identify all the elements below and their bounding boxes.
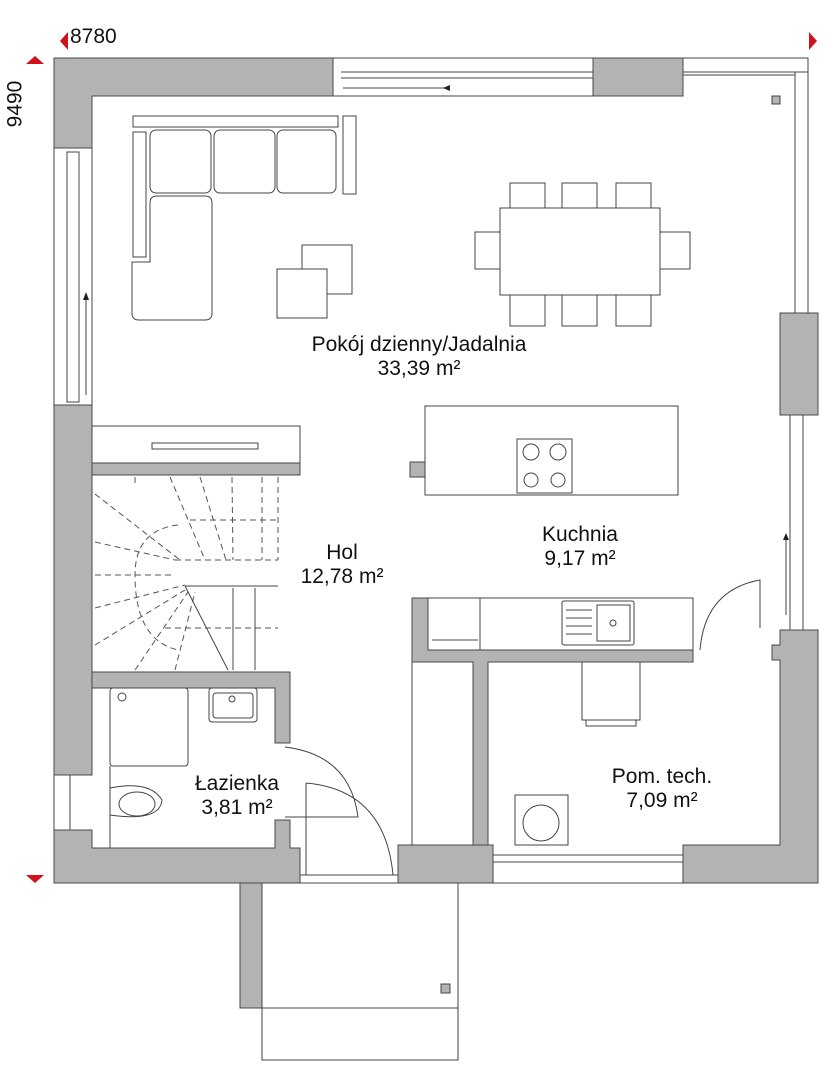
walls bbox=[53, 57, 819, 1009]
dining-set bbox=[474, 182, 691, 327]
room-label-living: Pokój dzienny/Jadalnia 33,39 m² bbox=[312, 333, 527, 381]
room-name: Łazienka bbox=[194, 772, 280, 795]
room-name: Pokój dzienny/Jadalnia bbox=[311, 333, 527, 356]
coffee-tables bbox=[276, 244, 353, 319]
bathroom-fixtures bbox=[109, 687, 258, 848]
top-window bbox=[332, 57, 809, 97]
depth-dimension: 9490 bbox=[3, 80, 27, 128]
bottom-window bbox=[492, 854, 684, 884]
room-area: 12,78 m² bbox=[300, 565, 384, 588]
bathroom-window bbox=[53, 774, 71, 831]
kitchen-island bbox=[409, 405, 679, 496]
room-label-kitchen: Kuchnia 9,17 m² bbox=[542, 523, 618, 571]
sofa bbox=[131, 115, 357, 321]
room-name: Kuchnia bbox=[542, 523, 618, 546]
doors bbox=[284, 579, 761, 876]
room-name: Pom. tech. bbox=[611, 765, 713, 788]
porch bbox=[261, 882, 459, 1061]
staircase bbox=[94, 476, 279, 671]
right-window-door bbox=[789, 414, 804, 631]
room-area: 3,81 m² bbox=[201, 796, 273, 819]
room-label-hall: Hol 12,78 m² bbox=[301, 541, 384, 589]
room-area: 9,17 m² bbox=[544, 547, 616, 570]
room-name: Hol bbox=[326, 541, 358, 564]
left-window bbox=[53, 147, 93, 406]
chimney bbox=[771, 95, 781, 105]
kitchen-counter bbox=[427, 597, 694, 651]
dimension-marker-bottom bbox=[26, 875, 44, 883]
dimension-marker-right bbox=[809, 32, 817, 50]
room-label-tech: Pom. tech. 7,09 m² bbox=[612, 765, 712, 813]
right-window-upper bbox=[794, 71, 809, 314]
width-dimension: 8780 bbox=[70, 25, 117, 48]
room-area: 33,39 m² bbox=[377, 357, 461, 380]
dimension-marker-left bbox=[60, 32, 68, 50]
room-label-bathroom: Łazienka 3,81 m² bbox=[195, 772, 279, 820]
room-area: 7,09 m² bbox=[626, 789, 698, 812]
dimension-marker-top bbox=[26, 56, 44, 64]
tech-room-fixtures bbox=[514, 661, 641, 846]
